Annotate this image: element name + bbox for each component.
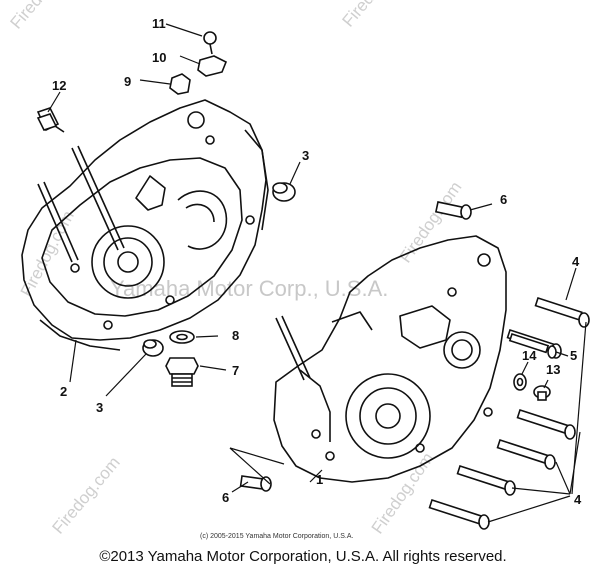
bolt-6-lower: [239, 475, 272, 492]
bolt-6-upper: [434, 201, 472, 220]
bolt-4: [456, 464, 516, 496]
bolt-13: [533, 385, 551, 401]
left-crankcase-half: [21, 99, 269, 351]
callout-11: 11: [152, 16, 166, 31]
copyright-notice: ©2013 Yamaha Motor Corporation, U.S.A. A…: [99, 548, 507, 565]
drain-plug-7: [165, 357, 199, 387]
bolt-4: [496, 438, 556, 470]
screw-11: [203, 31, 217, 55]
cap-9: [169, 73, 191, 95]
callout-4-upper: 4: [572, 254, 580, 269]
fitting-10: [197, 55, 228, 77]
right-crankcase-half: [273, 235, 507, 483]
callout-3-upper: 3: [302, 148, 309, 163]
callout-1: 1: [316, 472, 323, 487]
callout-9: 9: [124, 74, 131, 89]
leader-lines: [47, 23, 587, 523]
callout-14: 14: [522, 348, 537, 363]
watermark-site: Firedog.com: [339, 0, 414, 31]
callout-3-lower: 3: [96, 400, 103, 415]
callout-13: 13: [546, 362, 560, 377]
watermark-site: Firedog.com: [49, 453, 124, 538]
diagram-small-copyright: (c) 2005-2015 Yamaha Motor Corporation, …: [200, 533, 353, 540]
watermark-site: Firedog.com: [396, 178, 466, 266]
callout-labels: 11 10 9 12 3 8 7 2 3 6 4 5 14 13 6 1 4: [52, 16, 582, 507]
stud-12: [36, 113, 58, 131]
bolts-4: [428, 296, 590, 530]
callout-12: 12: [52, 78, 66, 93]
washer-14: [513, 373, 527, 391]
callout-10: 10: [152, 50, 166, 65]
right-stud: [275, 315, 311, 381]
callout-2: 2: [60, 384, 67, 399]
callout-7: 7: [232, 363, 239, 378]
callout-5: 5: [570, 348, 577, 363]
watermark-site: Firedog.com: [7, 0, 82, 33]
washer-8: [169, 330, 195, 344]
collar-3-lower: [142, 339, 164, 357]
callout-4-lower: 4: [574, 492, 582, 507]
collar-3-upper: [272, 182, 296, 202]
callout-6-lower: 6: [222, 490, 229, 505]
callout-6-upper: 6: [500, 192, 507, 207]
bolt-4: [516, 408, 576, 440]
bolt-4-top: [534, 296, 590, 328]
bolt-4: [428, 498, 490, 530]
watermark-center: Yamaha Motor Corp., U.S.A.: [110, 276, 388, 301]
callout-8: 8: [232, 328, 239, 343]
